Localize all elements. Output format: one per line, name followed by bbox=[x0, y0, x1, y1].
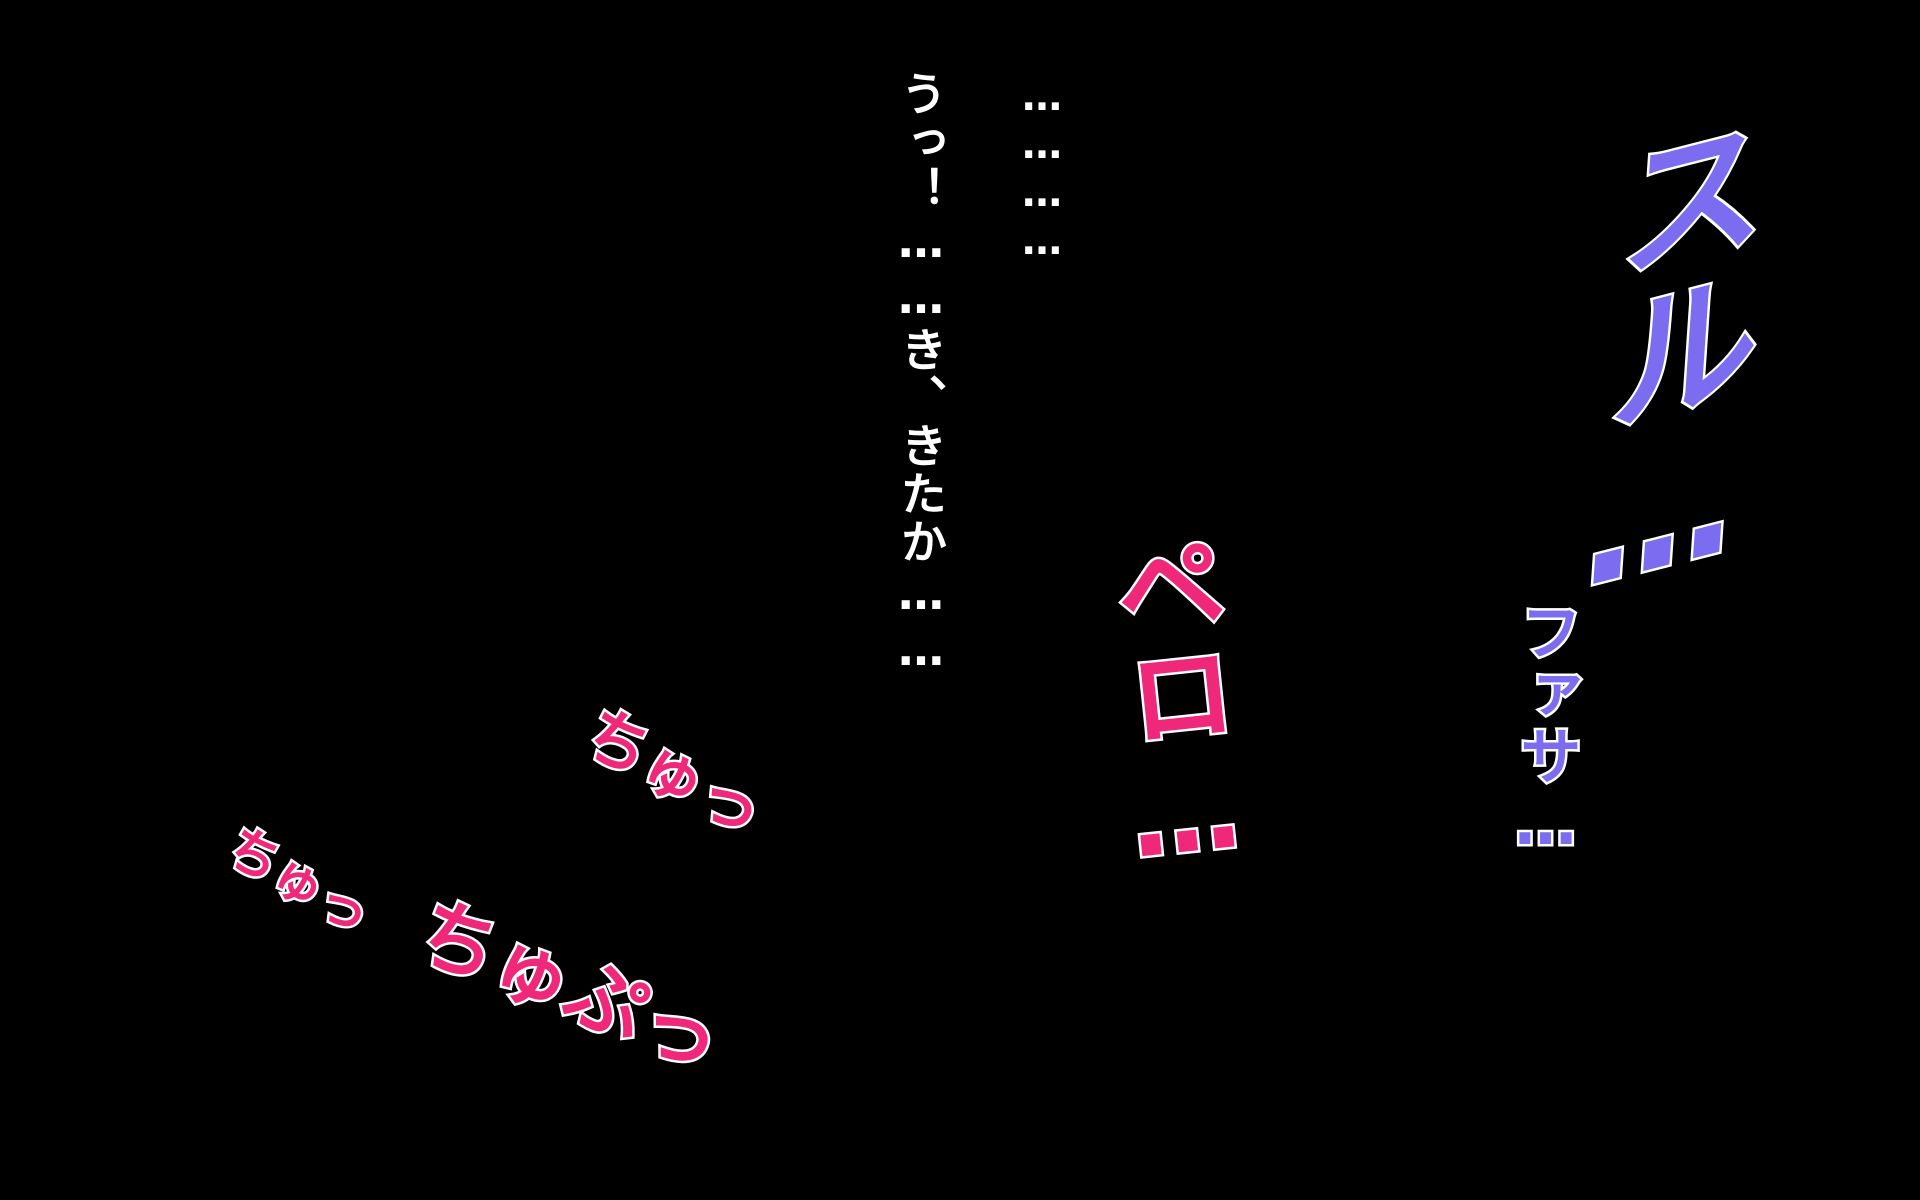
sound-effect-chu: ちゅっ bbox=[569, 693, 778, 853]
sound-effect-chu: ちゅっ bbox=[214, 814, 384, 949]
dialogue-line-reaction: うっ！……き、きたか…… bbox=[894, 70, 948, 678]
sound-effect-pero: ペロ… bbox=[1089, 522, 1258, 886]
dialogue-line-ellipsis: ………… bbox=[1019, 74, 1065, 266]
sound-effect-chupu: ちゅぷっ bbox=[401, 881, 738, 1092]
sound-effect-fasa: ファサ… bbox=[1507, 598, 1585, 862]
sound-effect-suru: スル… bbox=[1564, 96, 1776, 629]
